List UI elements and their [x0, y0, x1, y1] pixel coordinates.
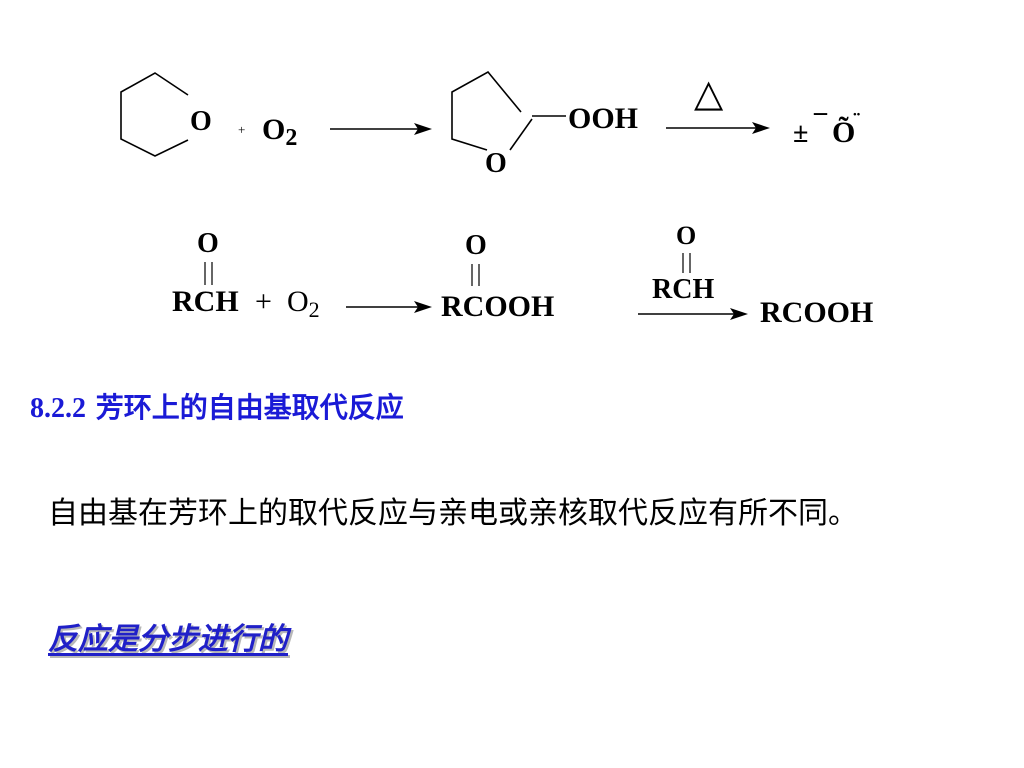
arrow-4-head — [730, 308, 748, 320]
arrow-3-head — [414, 301, 432, 313]
peracid-oxygen: O — [465, 230, 487, 261]
product-dots: ¨ — [853, 108, 860, 133]
carboxylic-acid-product: RCOOH — [760, 296, 873, 329]
product-dash: ¯ — [813, 110, 828, 139]
aldehyde-oxygen: O — [197, 228, 219, 259]
thf-ring-oxygen: O — [190, 106, 212, 137]
peracid-formula: RCOOH — [441, 290, 554, 323]
section-heading: 8.2.2 芳环上的自由基取代反应 — [30, 386, 404, 426]
section-title: 芳环上的自由基取代反应 — [95, 391, 404, 424]
aldehyde-rch: RCH — [172, 285, 239, 318]
emphasis-line: 反应是分步进行的 — [48, 622, 288, 657]
ooh-group: OOH — [568, 102, 638, 135]
hydroperoxide-ring-bonds — [451, 70, 522, 151]
heat-triangle: △ — [694, 73, 724, 115]
reaction-2: O RCH + O2 O RCOOH O RCH — [172, 221, 873, 329]
ring-to-oxygen-bond — [509, 118, 533, 151]
thf-ring-bonds — [120, 72, 189, 157]
arrow-1-head — [414, 123, 432, 135]
product-oxygen: Õ — [832, 116, 855, 149]
section-number: 8.2.2 — [30, 393, 86, 424]
body-paragraph: 自由基在芳环上的取代反应与亲电或亲核取代反应有所不同。 — [48, 496, 858, 531]
plus-sign: + — [238, 122, 245, 137]
ring-oxygen-label: O — [485, 148, 507, 179]
reagent-oxygen: O — [676, 221, 696, 250]
product-prefix: ± — [793, 118, 808, 149]
oxygen-molecule: O2 — [262, 113, 297, 151]
reaction-scheme: O + O2 O OOH △ ± ¯ Õ ¨ — [120, 70, 873, 329]
plus-sign-2: + — [255, 285, 272, 318]
reaction-1: O + O2 O OOH △ ± ¯ Õ ¨ — [120, 70, 860, 179]
oxygen-molecule-2: O2 — [287, 285, 320, 322]
arrow-2-head — [752, 122, 770, 134]
reagent-rch: RCH — [652, 274, 714, 305]
